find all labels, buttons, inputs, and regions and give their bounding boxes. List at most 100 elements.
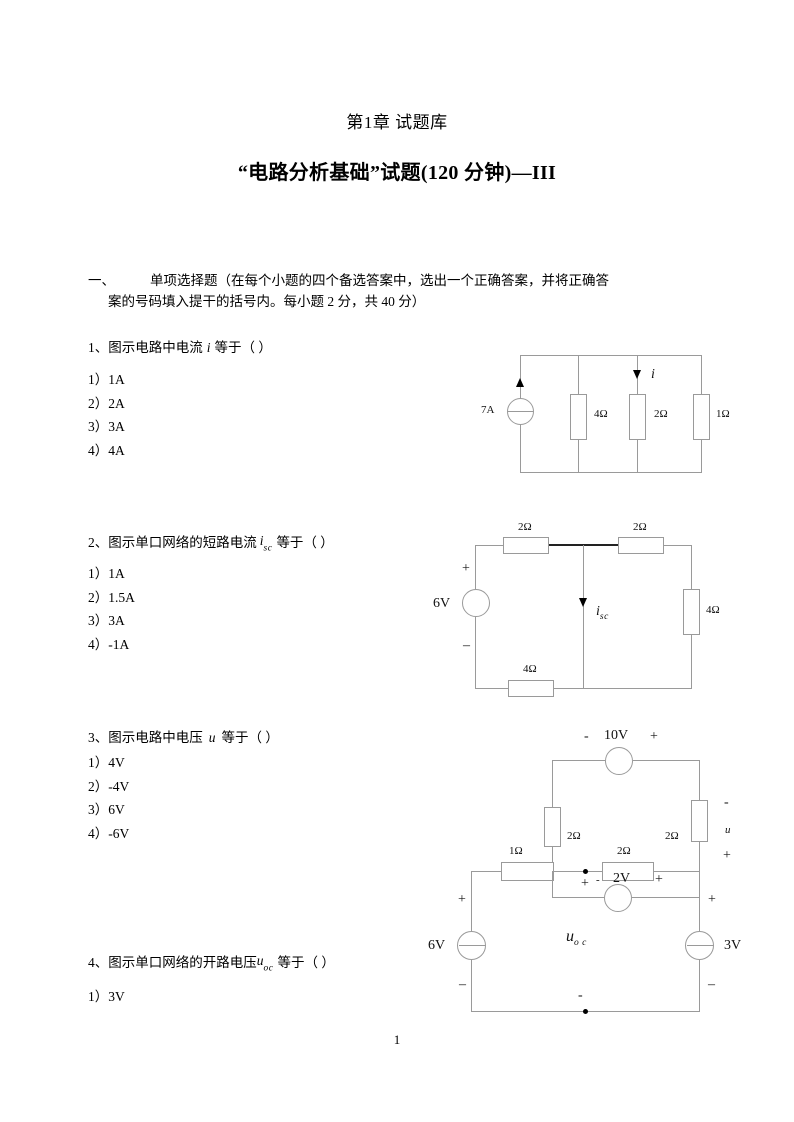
- source-label-7a: 7A: [481, 404, 495, 416]
- wire-top-left: [475, 545, 503, 547]
- resistor-2ohm-left-vert-label: 2Ω: [567, 830, 581, 842]
- wire-bottom-right: [554, 688, 692, 690]
- voltage-source-6v-bar: [459, 945, 485, 947]
- resistor-2ohm-top-left: [503, 537, 549, 554]
- resistor-4ohm-right-label: 4Ω: [706, 604, 720, 616]
- uoc-minus: -: [578, 988, 583, 1003]
- wire-right-vert-upper: [699, 760, 701, 800]
- resistor-2ohm: [629, 394, 646, 440]
- section-instructions: 一、单项选择题（在每个小题的四个备选答案中，选出一个正确答案，并将正确答 案的号…: [88, 270, 714, 312]
- question-2-symbol: i: [259, 533, 264, 548]
- wire-row-middle: [554, 871, 602, 873]
- source-2v-plus: +: [581, 876, 589, 891]
- question-1-stem-suffix: 等于（ ）: [214, 340, 272, 355]
- resistor-1ohm-label: 1Ω: [716, 408, 730, 420]
- section-line1: 单项选择题（在每个小题的四个备选答案中，选出一个正确答案，并将正确答: [150, 273, 609, 288]
- resistor-2ohm-right-vert-label: 2Ω: [665, 830, 679, 842]
- option-item: 3）3A: [88, 613, 125, 628]
- wire-row-left: [471, 871, 501, 873]
- question-4-stem-suffix: 等于（ ）: [277, 955, 335, 970]
- option-item: 1）3V: [88, 989, 125, 1004]
- wire-row-right: [654, 871, 700, 873]
- section-line2: 案的号码填入提干的括号内。每小题 2 分，共 40 分）: [108, 294, 426, 309]
- wire-left-vert-upper: [552, 760, 554, 787]
- question-2-stem-prefix: 2、图示单口网络的短路电流: [88, 535, 257, 550]
- voltage-source-3v-bar: [687, 945, 713, 947]
- option-item: 2）-4V: [88, 778, 130, 794]
- voltage-source-6v-symbol: [462, 589, 490, 617]
- resistor-1ohm: [693, 394, 710, 440]
- resistor-2ohm-right-vert: [691, 800, 708, 842]
- wire-top-left-seg: [552, 760, 605, 762]
- wire-left-vert-to-res: [552, 787, 554, 807]
- resistor-4ohm: [570, 394, 587, 440]
- source-6v-plus: +: [458, 892, 466, 907]
- question-4-symbol: u: [256, 953, 264, 968]
- option-item: 2）2A: [88, 395, 125, 411]
- source-2v-label: 2V: [613, 871, 631, 886]
- resistor-1ohm-label: 1Ω: [509, 845, 523, 857]
- question-4-symbol-sub: oc: [263, 963, 274, 974]
- option-item: 4）-1A: [88, 636, 130, 652]
- current-source-bar: [508, 411, 533, 413]
- junction-node-bottom: [583, 1009, 588, 1014]
- resistor-2ohm-top-right-label: 2Ω: [633, 521, 647, 533]
- resistor-2ohm-top-right: [618, 537, 664, 554]
- question-3-symbol: u: [208, 730, 216, 745]
- wire-top-right: [664, 545, 692, 547]
- wire-bottom: [520, 472, 702, 474]
- question-3-stem-suffix: 等于（ ）: [221, 730, 279, 745]
- wire-outer-left-upper: [471, 871, 473, 931]
- junction-node-top: [583, 869, 588, 874]
- question-3-stem-prefix: 3、图示电路中电压: [88, 730, 203, 745]
- wire-left-lower: [475, 617, 477, 689]
- wire-right-vert-lower: [699, 842, 701, 872]
- wire-bottom-left: [475, 688, 508, 690]
- resistor-4ohm-label: 4Ω: [594, 408, 608, 420]
- voltage-u-plus: +: [723, 848, 731, 863]
- wire-right-upper: [691, 545, 693, 589]
- option-item: 1）4V: [88, 755, 125, 770]
- voltage-source-10v-symbol: [605, 747, 633, 775]
- page-number: 1: [393, 1032, 401, 1047]
- wire-outer-right-lower: [699, 960, 701, 1012]
- question-3-stem: 3、图示电路中电压 u 等于（ ）: [88, 726, 279, 746]
- option-item: 3）6V: [88, 802, 125, 817]
- voltage-uoc-label: uo c: [566, 928, 587, 948]
- source-6v-minus: –: [459, 977, 466, 992]
- question-1-stem-prefix: 1、图示电路中电流: [88, 340, 203, 355]
- source-10v-plus: +: [650, 729, 658, 744]
- source-2v-minus: -: [596, 874, 600, 886]
- voltage-source-6v-label: 6V: [428, 938, 446, 953]
- current-isc-label: isc: [596, 604, 609, 622]
- question-2-options: 1）1A 2）1.5A 3）3A 4）-1A: [88, 562, 135, 656]
- option-item: 2）1.5A: [88, 589, 135, 605]
- resistor-2ohm-horizontal: [602, 862, 654, 881]
- wire-2v-right-seg: [632, 897, 700, 899]
- question-1-options: 1）1A 2）2A 3）3A 4）4A: [88, 368, 125, 462]
- resistor-4ohm-bottom: [508, 680, 554, 697]
- wire-outer-right-upper: [699, 871, 701, 931]
- voltage-uoc-base: u: [566, 928, 574, 945]
- question-3-options: 1）4V 2）-4V 3）6V 4）-6V: [88, 751, 129, 845]
- resistor-2ohm-label: 2Ω: [654, 408, 668, 420]
- option-item: 1）1A: [88, 566, 125, 581]
- voltage-source-6v-label: 6V: [433, 596, 451, 611]
- voltage-u-minus: -: [724, 795, 729, 810]
- current-direction-arrow: [516, 378, 524, 387]
- voltage-source-2v-symbol: [604, 884, 632, 912]
- source-2v-right-plus: +: [655, 872, 663, 887]
- resistor-4ohm-bottom-label: 4Ω: [523, 663, 537, 675]
- option-item: 1）1A: [88, 372, 125, 387]
- current-isc-sub: sc: [599, 611, 609, 622]
- wire-middle-branch: [583, 545, 585, 689]
- current-isc-base: i: [596, 604, 600, 619]
- source-3v-minus: –: [708, 977, 715, 992]
- wire-top-right-seg: [633, 760, 700, 762]
- resistor-1ohm: [501, 862, 554, 881]
